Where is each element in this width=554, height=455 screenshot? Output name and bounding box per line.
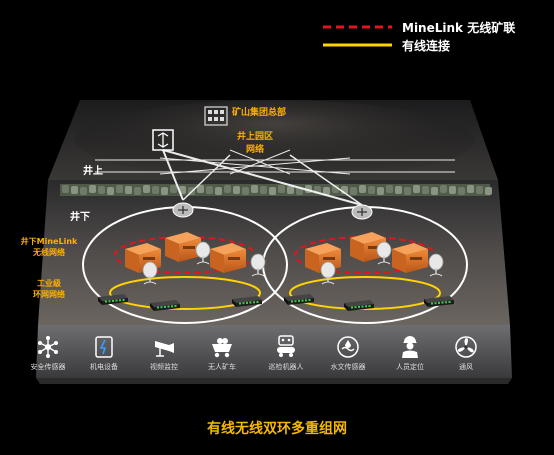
- legend-wireless-label: MineLink 无线矿联: [402, 21, 516, 35]
- camera-icon: [155, 341, 174, 357]
- antenna-icon: [376, 241, 392, 265]
- antenna-icon: [195, 241, 211, 265]
- minelink-label-line1: 井下MineLink: [20, 237, 78, 246]
- water-sensor-icon: [337, 336, 359, 358]
- minelink-node-icon: [305, 243, 341, 273]
- device-label: 无人矿车: [208, 363, 236, 371]
- underground-panel: [38, 180, 510, 325]
- fan-icon: [455, 336, 477, 358]
- antenna-icon: [428, 253, 444, 277]
- worker-icon: [402, 336, 418, 358]
- surface-network-label-line2: 网络: [245, 145, 264, 155]
- device-label: 水文传感器: [330, 363, 366, 371]
- device-label: 机电设备: [90, 363, 118, 371]
- legend: [323, 25, 392, 47]
- ring-switch-icon: [344, 300, 374, 311]
- shaft-switch-right: [351, 204, 373, 220]
- above-ground-label: 井上: [83, 166, 103, 177]
- electrical-device-icon: [95, 336, 113, 358]
- ring-network-label: 工业级 环网网络: [25, 278, 73, 300]
- antenna-icon: [320, 261, 336, 285]
- ring-label-line2: 环网网络: [33, 290, 65, 299]
- surface-network-label: 井上园区 网络: [227, 129, 283, 155]
- diagram-caption: 有线无线双环多重组网: [207, 421, 347, 437]
- device-icon-row: [38, 335, 477, 358]
- surface-mesh: [95, 149, 455, 206]
- minelink-label-line2: 无线网络: [33, 248, 65, 257]
- minelink-wireless-label: 井下MineLink 无线网络: [20, 236, 78, 258]
- ring-label-line1: 工业级: [37, 279, 61, 288]
- ring-switch-icon: [232, 296, 262, 307]
- device-label: 安全传感器: [30, 363, 66, 371]
- device-label: 通风: [459, 363, 473, 371]
- ring-switches: [98, 294, 454, 311]
- shaft-switch-left: [172, 202, 194, 218]
- network-node-icon: [38, 336, 58, 358]
- legend-wired-label: 有线连接: [402, 39, 451, 53]
- ground-strip: [60, 184, 492, 196]
- minelink-node-icon: [392, 243, 428, 273]
- device-label: 人员定位: [396, 363, 424, 371]
- minelink-node-icon: [210, 243, 246, 273]
- device-label: 视频监控: [150, 363, 178, 371]
- antenna-icon: [142, 261, 158, 285]
- minelink-node-icon: [165, 232, 201, 262]
- ring-switch-icon: [424, 296, 454, 307]
- hq-building-icon: [204, 106, 228, 126]
- ring-switch-icon: [284, 294, 314, 305]
- antenna-icon: [250, 253, 266, 277]
- device-label: 巡检机器人: [268, 363, 304, 371]
- below-ground-label: 井下: [70, 212, 90, 223]
- surface-network-label-line1: 井上园区: [236, 132, 273, 142]
- hq-label: 矿山集团总部: [232, 108, 287, 118]
- mine-cart-icon: [212, 338, 232, 358]
- ring-switch-icon: [150, 300, 180, 311]
- ring-switch-icon: [98, 294, 128, 305]
- robot-icon: [277, 335, 295, 357]
- antenna-group: [142, 241, 444, 285]
